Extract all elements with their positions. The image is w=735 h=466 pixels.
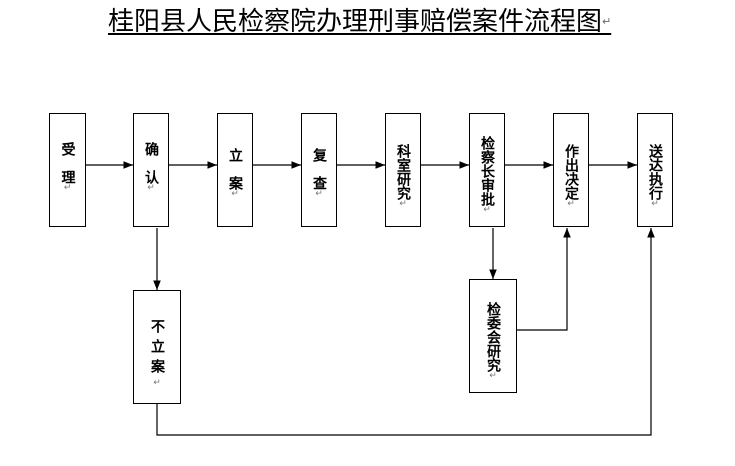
box-jianwei: 检委会研究 ↵ [469, 279, 517, 393]
arrow-jianwei-zuochu [517, 228, 571, 331]
paragraph-mark-icon: ↵ [153, 378, 161, 388]
paragraph-mark-icon: ↵ [483, 205, 491, 215]
paragraph-mark-icon: ↵ [489, 371, 497, 381]
box-keshi-label: 科室研究 [395, 144, 411, 200]
page-title: 桂阳县人民检察院办理刑事赔偿案件流程图↵ [108, 6, 668, 38]
paragraph-mark-icon: ↵ [315, 189, 323, 199]
box-jianchazhang-label: 检察长审批 [479, 136, 495, 206]
box-fucha-label: 复 查 [311, 148, 327, 190]
box-keshi: 科室研究 ↵ [385, 113, 421, 227]
box-buli: 不立案 ↵ [133, 290, 181, 404]
box-songda: 送达执行 ↵ [637, 113, 673, 227]
box-zuochu: 作出决定 ↵ [553, 113, 589, 227]
box-lian: 立 案 ↵ [217, 113, 253, 227]
paragraph-mark-icon: ↵ [147, 183, 155, 193]
box-songda-label: 送达执行 [647, 144, 663, 200]
arrow-buli-songda [156, 228, 655, 436]
box-lian-label: 立 案 [227, 148, 243, 190]
box-queren-label: 确 认 [143, 142, 159, 184]
box-zuochu-label: 作出决定 [563, 144, 579, 200]
paragraph-mark-icon: ↵ [231, 189, 239, 199]
box-shouli-label: 受 理 [59, 142, 76, 184]
paragraph-mark-icon: ↵ [63, 183, 72, 193]
box-fucha: 复 查 ↵ [301, 113, 337, 227]
box-jianwei-label: 检委会研究 [485, 302, 501, 372]
paragraph-mark-icon: ↵ [399, 199, 407, 209]
box-shouli: 受 理 ↵ [49, 113, 86, 227]
box-jianchazhang: 检察长审批 ↵ [469, 113, 505, 227]
paragraph-mark-icon: ↵ [651, 199, 659, 209]
box-queren: 确 认 ↵ [133, 113, 169, 227]
box-buli-label: 不立案 [149, 319, 165, 379]
paragraph-mark-icon: ↵ [602, 15, 612, 28]
paragraph-mark-icon: ↵ [567, 199, 575, 209]
title-text: 桂阳县人民检察院办理刑事赔偿案件流程图 [108, 7, 603, 37]
